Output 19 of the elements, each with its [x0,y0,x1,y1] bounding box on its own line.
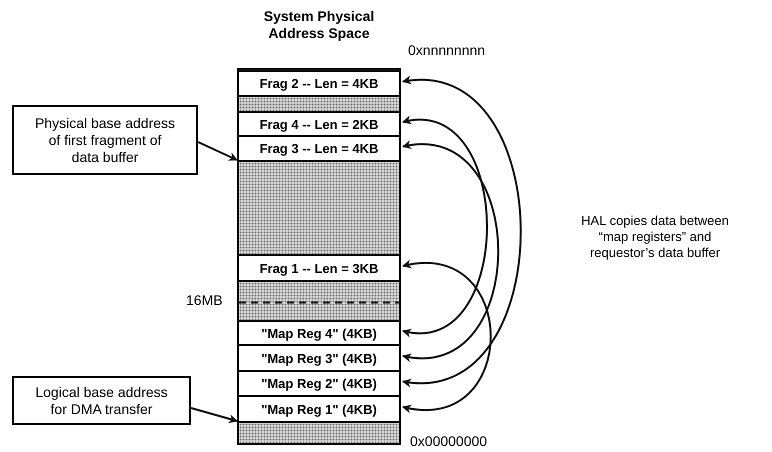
note-text: HAL copies data between “map registers” and requestor’s data buffer [580,213,730,261]
shaded-region [239,423,399,443]
shaded-region [239,162,399,254]
shaded-region [239,97,399,111]
address-label: 0x00000000 [410,433,488,449]
leader-arrow [190,407,238,424]
column-heading: System Physical Address Space [262,8,376,43]
shaded-region [239,282,399,320]
memory-block: Frag 2 -- Len = 4KB [239,70,399,97]
copy-arrow [402,117,488,336]
copy-arrow [402,142,500,361]
callout-box: Physical base address of first fragment of data buffer [12,105,198,175]
memory-block: Frag 1 -- Len = 3KB [239,254,399,282]
copy-arrow [402,77,522,386]
callout-box: Logical base address for DMA transfer [12,376,191,425]
address-label: 0xnnnnnnnn [408,42,486,58]
address-label: 16MB [186,292,223,308]
leader-arrow [198,141,238,161]
copy-arrow [402,260,492,412]
